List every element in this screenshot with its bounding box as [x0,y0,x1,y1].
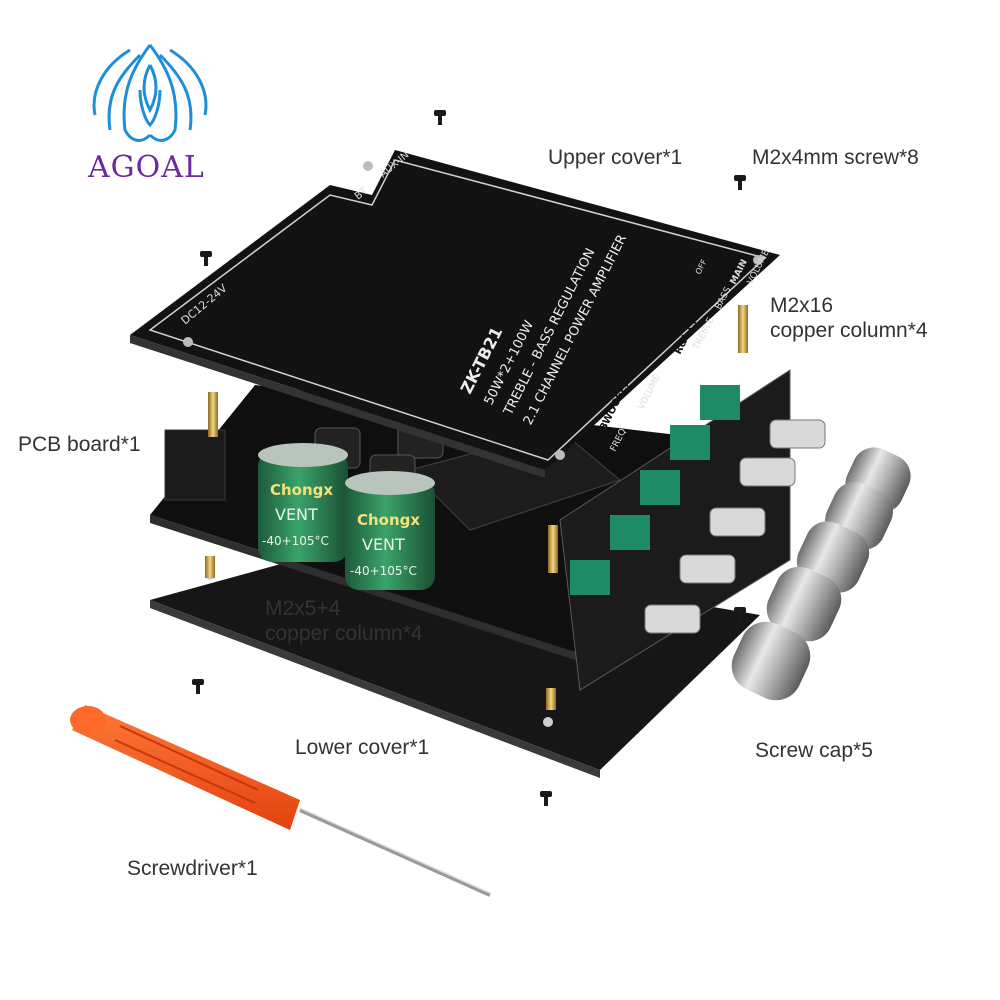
screws [192,110,746,806]
screw-icon [192,679,204,694]
capacitor-brand: Chongx [270,481,333,499]
label-m2x16-line2: copper column*4 [770,319,928,342]
capacitor [258,443,435,590]
screw-icon [734,607,746,622]
label-m2x4-screw: M2x4mm screw*8 [752,146,919,169]
label-lower-cover: Lower cover*1 [295,736,430,759]
knob-cap-icon [731,621,811,701]
screw-icon [434,110,446,125]
brand-logo-icon [92,44,208,142]
label-pcb-board: PCB board*1 [18,433,141,456]
capacitor-series-2: VENT [362,535,405,554]
capacitor-series: VENT [275,505,318,524]
label-screw-cap: Screw cap*5 [755,739,873,762]
label-m2x5-line2: copper column*4 [265,622,423,645]
screw-icon [540,791,552,806]
label-screwdriver: Screwdriver*1 [127,857,258,880]
screw-icon [200,251,212,266]
knob-cap-icon [766,566,842,642]
screwdriver [70,705,491,897]
label-m2x5-line1: M2x5+4 [265,597,341,620]
label-upper-cover: Upper cover*1 [548,146,683,169]
upper-cover [130,150,780,478]
screw-caps [731,447,911,701]
capacitor-brand-2: Chongx [357,511,420,529]
capacitor-temp-2: -40+105°C [350,564,417,578]
screw-icon [734,175,746,190]
copper-column [205,305,748,710]
brand-name: AGOAL [88,150,205,185]
label-m2x16-line1: M2x16 [770,294,834,317]
capacitor-temp: -40+105°C [262,534,329,548]
